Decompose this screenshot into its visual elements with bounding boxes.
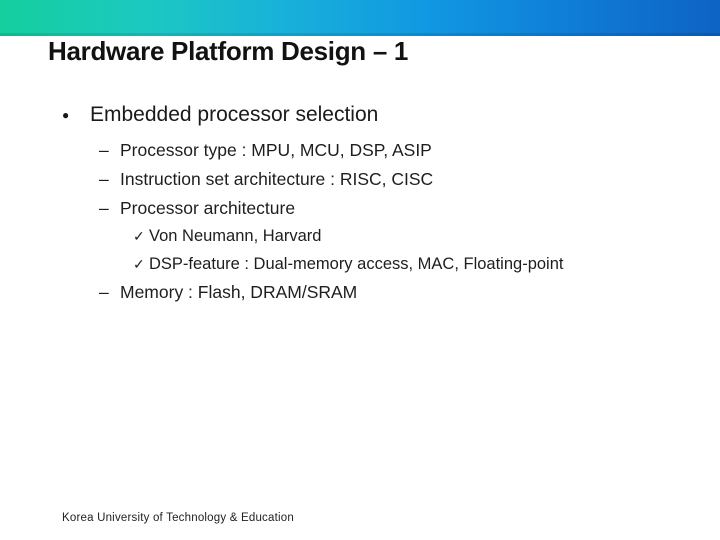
list-item-text: Embedded processor selection: [90, 103, 379, 126]
dash-icon: –: [99, 169, 109, 189]
footer-text: Korea University of Technology & Educati…: [62, 512, 294, 524]
title-accent-bar: [0, 0, 720, 36]
list-item-text: DSP-feature : Dual-memory access, MAC, F…: [149, 254, 564, 273]
list-item: – Processor architecture: [0, 194, 690, 223]
dash-icon: –: [99, 140, 109, 160]
list-item-text: Memory : Flash, DRAM/SRAM: [120, 282, 358, 302]
dash-icon: –: [99, 282, 109, 302]
list-item: ✓ DSP-feature : Dual-memory access, MAC,…: [0, 251, 690, 279]
bullet-icon: ●: [62, 108, 70, 122]
check-icon: ✓: [133, 228, 145, 244]
logo-left-swirl: [15, 506, 35, 529]
list-item-text: Processor architecture: [120, 198, 296, 218]
slide-body: ● Embedded processor selection – Process…: [0, 100, 690, 307]
list-item: – Memory : Flash, DRAM/SRAM: [0, 278, 690, 307]
list-item-text: Von Neumann, Harvard: [149, 227, 322, 245]
list-item-text: Instruction set architecture : RISC, CIS…: [120, 169, 434, 189]
check-icon: ✓: [133, 255, 145, 272]
list-item-text: Processor type : MPU, MCU, DSP, ASIP: [120, 140, 432, 160]
list-item: ● Embedded processor selection: [0, 100, 690, 130]
university-logo-icon: [15, 506, 48, 530]
list-item: – Instruction set architecture : RISC, C…: [0, 165, 690, 194]
footer: Korea University of Technology & Educati…: [14, 506, 294, 530]
page-title: Hardware Platform Design – 1: [48, 36, 409, 66]
dash-icon: –: [99, 198, 109, 218]
list-item: – Processor type : MPU, MCU, DSP, ASIP: [0, 136, 690, 165]
list-item: ✓ Von Neumann, Harvard: [0, 223, 690, 251]
logo-right-swirl: [28, 507, 48, 530]
